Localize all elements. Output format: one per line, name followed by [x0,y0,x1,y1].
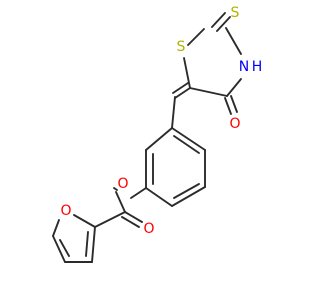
molecule-structure: S S N H O O O O [52,5,263,263]
bond-c5-s1 [183,57,191,89]
atom-s-exo: S [231,5,240,21]
atom-s-ring: S [177,39,186,55]
bond-c-furan [94,211,126,228]
atom-o-carbonyl-ester: O [143,221,154,237]
bond-f3-f2 [91,226,96,263]
bond-c2-s-exo-a [211,12,226,28]
bond-ar3-ar4-inner [173,183,200,199]
bond-ar4-ar5 [145,187,173,207]
bond-n3-c4 [226,78,242,97]
bond-f2-o1 [73,214,96,228]
bond-ar5-o-ester [130,187,147,199]
bond-c2-s-exo-b [216,16,231,32]
bond-f2-f3-inner [85,231,89,257]
atom-o-furan: O [60,203,71,219]
bond-ar1-ar2 [171,127,206,151]
bond-s1-c2 [187,28,205,46]
bond-c4-o-a [224,97,232,115]
atom-o-ester: O [117,176,128,192]
bond-ar3-ar4 [171,186,206,207]
atom-n-ring: N [239,59,249,75]
bond-c5-ch-a [174,87,191,99]
bond-c2-n3 [225,27,242,55]
bond-c5-ch-b [172,82,189,94]
bond-c4-o-b [230,95,238,113]
bond-ar1-ar2-inner [173,135,200,154]
bond-ch-ar [171,96,176,129]
bond-o-ester-c2 [115,191,126,213]
bond-c-o-carbonyl-a [124,211,143,223]
furan-ring [52,214,96,263]
bond-o-ester-c [113,187,118,191]
atom-h-ring: H [252,59,263,75]
methylidene-linker [171,82,191,129]
ester-linkage [94,187,147,228]
bond-ar6-ar1 [145,127,173,151]
bond-o1-f5 [52,219,60,237]
bond-c4-c5 [189,87,228,97]
rhodanine-ring [183,12,242,115]
benzene-ring [145,127,206,207]
atom-o-carbonyl-ring: O [229,116,240,132]
bond-c-o-carbonyl-b [121,216,140,228]
bond-f5-f4 [52,235,66,263]
bond-f4-f5-inner [59,239,70,257]
